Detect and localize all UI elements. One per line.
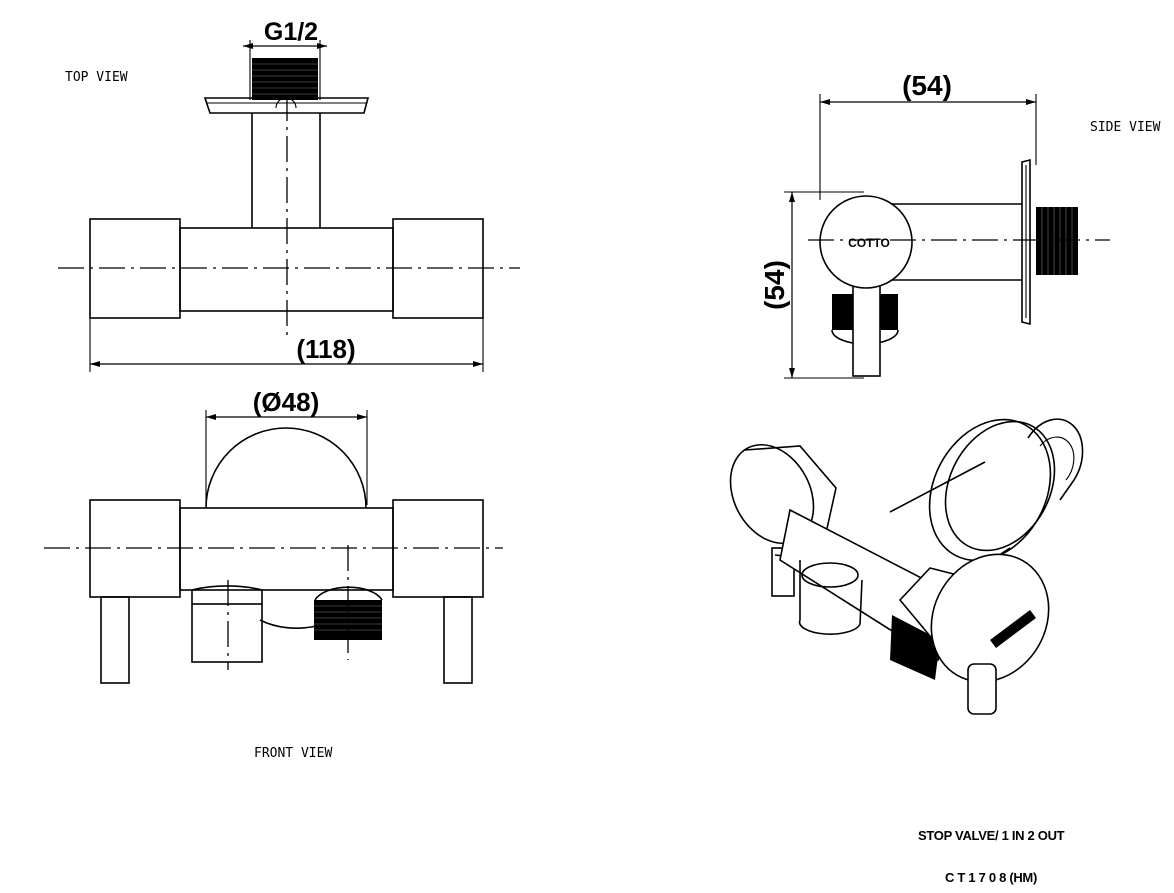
thread-dimension: G1/2 [243, 18, 327, 100]
isometric-view [729, 418, 1084, 715]
inlet-stem [251, 113, 321, 228]
top-view-label: TOP VIEW [65, 70, 128, 85]
height-dimension-label: (54) [759, 260, 790, 310]
valve-body [179, 507, 394, 591]
front-view-label: FRONT VIEW [254, 746, 332, 761]
side-handle [852, 281, 881, 377]
product-code: C T 1 7 0 8 (HM) [945, 870, 1037, 885]
iso-outlet-left [798, 560, 863, 635]
iso-body-tube [779, 508, 961, 662]
iso-right-cap [898, 553, 1050, 715]
front-view: (Ø48) [44, 387, 503, 684]
side-view: (54) (54) COTTO [759, 70, 1110, 379]
depth-dimension-label: (54) [902, 70, 952, 101]
handle-slot [990, 610, 1036, 648]
side-threaded-inlet [1036, 207, 1078, 275]
top-view: G1/2 (118) [58, 18, 520, 372]
rear-flange [205, 427, 367, 509]
side-cap [819, 195, 913, 289]
brand-logo: COTTO [848, 236, 890, 250]
depth-dimension: (54) [819, 70, 1037, 200]
iso-outlet-thread [890, 615, 940, 680]
threaded-inlet [252, 58, 318, 100]
width-dimension-label: (118) [296, 334, 355, 364]
wall-flange [203, 97, 370, 114]
right-handle [443, 596, 473, 684]
diameter-dimension-label: (Ø48) [253, 387, 319, 417]
side-wall-flange [1021, 158, 1031, 326]
left-handle [100, 596, 130, 684]
thread-dimension-label: G1/2 [264, 18, 318, 46]
height-dimension: (54) [759, 191, 864, 379]
side-view-label: SIDE VIEW [1090, 120, 1161, 135]
diameter-dimension: (Ø48) [205, 387, 368, 505]
iso-wall-flange [928, 418, 1084, 562]
width-dimension: (118) [89, 318, 484, 372]
outlet-left [191, 585, 263, 604]
product-name: STOP VALVE/ 1 IN 2 OUT [918, 828, 1065, 843]
